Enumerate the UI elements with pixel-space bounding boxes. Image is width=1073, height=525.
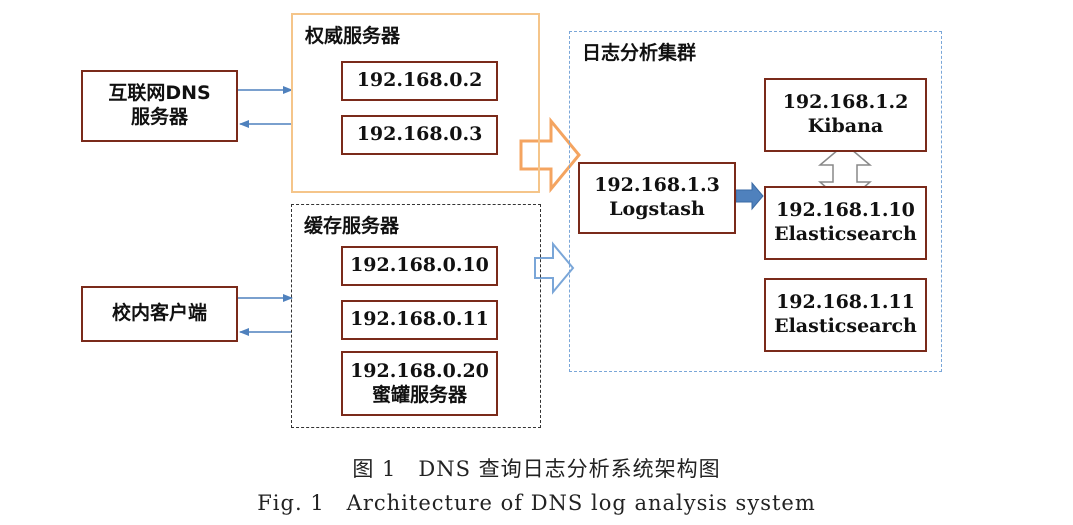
server-ip: 192.168.0.2 bbox=[356, 69, 483, 92]
cache-server-group: 缓存服务器 bbox=[291, 204, 541, 428]
cache-server-2: 192.168.0.11 bbox=[341, 300, 498, 340]
authoritative-server-group: 权威服务器 bbox=[291, 13, 540, 193]
internet-dns-server: 互联网DNS 服务器 bbox=[81, 70, 238, 142]
cache-server-1: 192.168.0.10 bbox=[341, 246, 498, 286]
logstash-node: 192.168.1.3 Logstash bbox=[578, 162, 736, 234]
client-label-line2: 服务器 bbox=[130, 106, 188, 128]
log-analysis-cluster: 日志分析集群 bbox=[569, 31, 942, 372]
authoritative-to-cluster-arrow bbox=[519, 116, 581, 194]
node-ip: 192.168.1.2 bbox=[782, 91, 909, 114]
figure-caption-en: Fig. 1 Architecture of DNS log analysis … bbox=[257, 491, 816, 515]
figure-caption-zh: 图 1 DNS 查询日志分析系统架构图 bbox=[352, 457, 721, 481]
elasticsearch-node-1: 192.168.1.10 Elasticsearch bbox=[764, 186, 927, 260]
cluster-title: 日志分析集群 bbox=[582, 42, 697, 64]
server-ip: 192.168.0.11 bbox=[350, 308, 489, 331]
node-ip: 192.168.1.10 bbox=[776, 199, 915, 222]
node-name: Elasticsearch bbox=[774, 223, 917, 245]
authoritative-server-2: 192.168.0.3 bbox=[341, 115, 498, 155]
honeypot-server: 192.168.0.20 蜜罐服务器 bbox=[341, 351, 498, 416]
cache-group-title: 缓存服务器 bbox=[304, 215, 400, 237]
server-ip: 192.168.0.10 bbox=[350, 254, 489, 277]
node-name: Kibana bbox=[807, 115, 884, 137]
authoritative-server-1: 192.168.0.2 bbox=[341, 61, 498, 101]
node-name: Logstash bbox=[609, 198, 705, 220]
authoritative-group-title: 权威服务器 bbox=[305, 25, 401, 47]
honeypot-label: 蜜罐服务器 bbox=[371, 383, 467, 406]
client-label-line1: 互联网DNS bbox=[108, 82, 211, 105]
server-ip: 192.168.0.3 bbox=[356, 123, 483, 146]
honeypot-ip: 192.168.0.20 bbox=[350, 359, 489, 382]
node-name: Elasticsearch bbox=[774, 315, 917, 337]
cache-to-cluster-arrow bbox=[534, 241, 575, 295]
node-ip: 192.168.1.11 bbox=[776, 291, 915, 314]
kibana-node: 192.168.1.2 Kibana bbox=[764, 78, 927, 152]
campus-client: 校内客户端 bbox=[81, 286, 238, 342]
client-label: 校内客户端 bbox=[111, 302, 207, 325]
elasticsearch-node-2: 192.168.1.11 Elasticsearch bbox=[764, 278, 927, 352]
logstash-to-elasticsearch-arrow bbox=[735, 181, 764, 211]
node-ip: 192.168.1.3 bbox=[594, 174, 720, 197]
